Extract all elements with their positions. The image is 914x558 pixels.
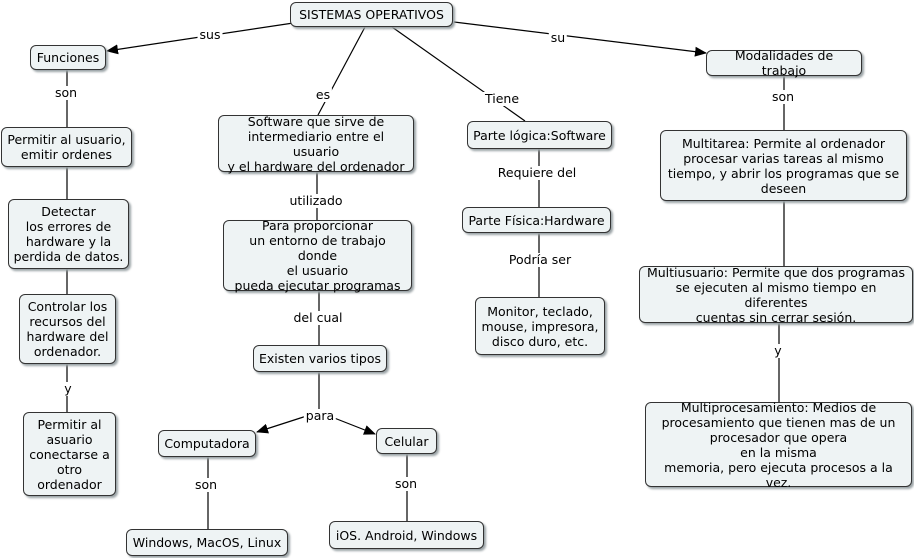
- label-son-computadora: son: [192, 477, 220, 492]
- label-utilizado: utilizado: [287, 193, 345, 208]
- label-podria-ser: Podría ser: [506, 252, 574, 267]
- label-del-cual: del cual: [291, 310, 345, 325]
- label-requiere-del: Requiere del: [495, 165, 579, 180]
- parte-fisica-node[interactable]: Parte Física:Hardware: [462, 207, 611, 233]
- link-root-modalidades: [453, 21, 707, 57]
- celular-node[interactable]: Celular: [376, 428, 437, 454]
- funcion-emitir-ordenes-node[interactable]: Permitir al usuario, emitir ordenes: [1, 127, 132, 167]
- label-sus: sus: [197, 27, 223, 42]
- multiprocesamiento-node[interactable]: Multiprocesamiento: Medios de procesamie…: [645, 400, 912, 490]
- computadora-node[interactable]: Computadora: [158, 430, 256, 457]
- label-y-modalidades: y: [772, 343, 784, 358]
- label-su: su: [548, 30, 568, 45]
- label-tiene: Tiene: [482, 91, 522, 106]
- label-son-funciones: son: [52, 85, 80, 100]
- funcion-conectarse-node[interactable]: Permitir al asuario conectarse a otro or…: [23, 412, 116, 496]
- software-intermediario-node[interactable]: Software que sirve de intermediario entr…: [218, 114, 414, 174]
- link-root-logica: [391, 26, 526, 122]
- funcion-detectar-errores-node[interactable]: Detectar los errores de hardware y la pe…: [8, 199, 129, 269]
- os-celular-node[interactable]: iOS. Android, Windows: [329, 521, 484, 549]
- label-son-celular: son: [392, 476, 420, 491]
- label-y-funciones: y: [62, 381, 74, 396]
- tipos-node[interactable]: Existen varios tipos: [253, 345, 387, 372]
- os-computadora-node[interactable]: Windows, MacOS, Linux: [126, 529, 288, 556]
- label-son-modalidades: son: [769, 89, 797, 104]
- label-para: para: [303, 408, 337, 423]
- parte-logica-node[interactable]: Parte lógica:Software: [467, 121, 612, 149]
- funciones-node[interactable]: Funciones: [30, 45, 106, 70]
- root-node[interactable]: SISTEMAS OPERATIVOS: [290, 2, 453, 27]
- multitarea-node[interactable]: Multitarea: Permite al ordenador procesa…: [660, 130, 907, 201]
- hardware-ejemplos-node[interactable]: Monitor, teclado, mouse, impresora, disc…: [475, 297, 605, 355]
- modalidades-node[interactable]: Modalidades de trabajo: [706, 48, 862, 78]
- funcion-controlar-recursos-node[interactable]: Controlar los recursos del hardware del …: [19, 294, 116, 364]
- multiusuario-node[interactable]: Multiusuario: Permite que dos programas …: [639, 265, 913, 325]
- label-es: es: [313, 87, 333, 102]
- entorno-trabajo-node[interactable]: Para proporcionar un entorno de trabajo …: [223, 218, 412, 293]
